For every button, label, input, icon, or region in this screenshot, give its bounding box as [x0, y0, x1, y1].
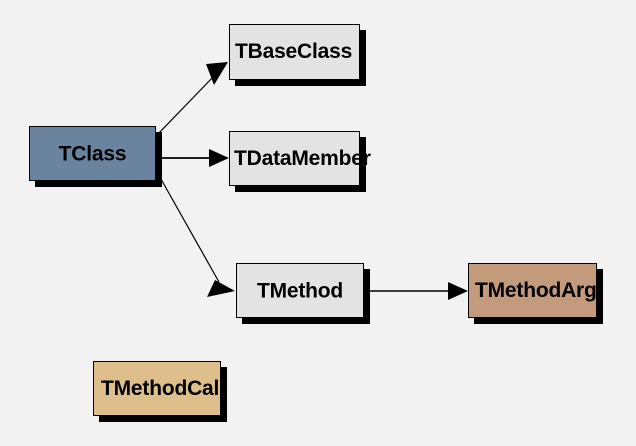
node-tdatamember[interactable]: TDataMember [229, 131, 371, 186]
node-tclass[interactable]: TClass [29, 126, 156, 181]
node-label-tmethodcall: TMethodCall [101, 376, 225, 400]
node-tmethodarg[interactable]: TMethodArg [468, 263, 597, 318]
node-tbaseclass[interactable]: TBaseClass [229, 24, 360, 80]
edge-tclass-to-tdatamember [157, 149, 229, 167]
node-label-tmethod: TMethod [256, 279, 344, 302]
edge-tmethod-to-tmethodarg [365, 282, 468, 300]
edge-tclass-to-tbaseclass [156, 62, 228, 136]
node-label-tdatamember: TDataMember [234, 146, 371, 170]
edge-tclass-to-tmethod [156, 171, 235, 297]
node-tmethod[interactable]: TMethod [236, 263, 364, 318]
node-label-tclass: TClass [58, 142, 127, 165]
node-tmethodcall[interactable]: TMethodCall [93, 361, 225, 416]
node-label-tmethodarg: TMethodArg [475, 278, 597, 302]
node-label-tbaseclass: TBaseClass [235, 40, 353, 63]
